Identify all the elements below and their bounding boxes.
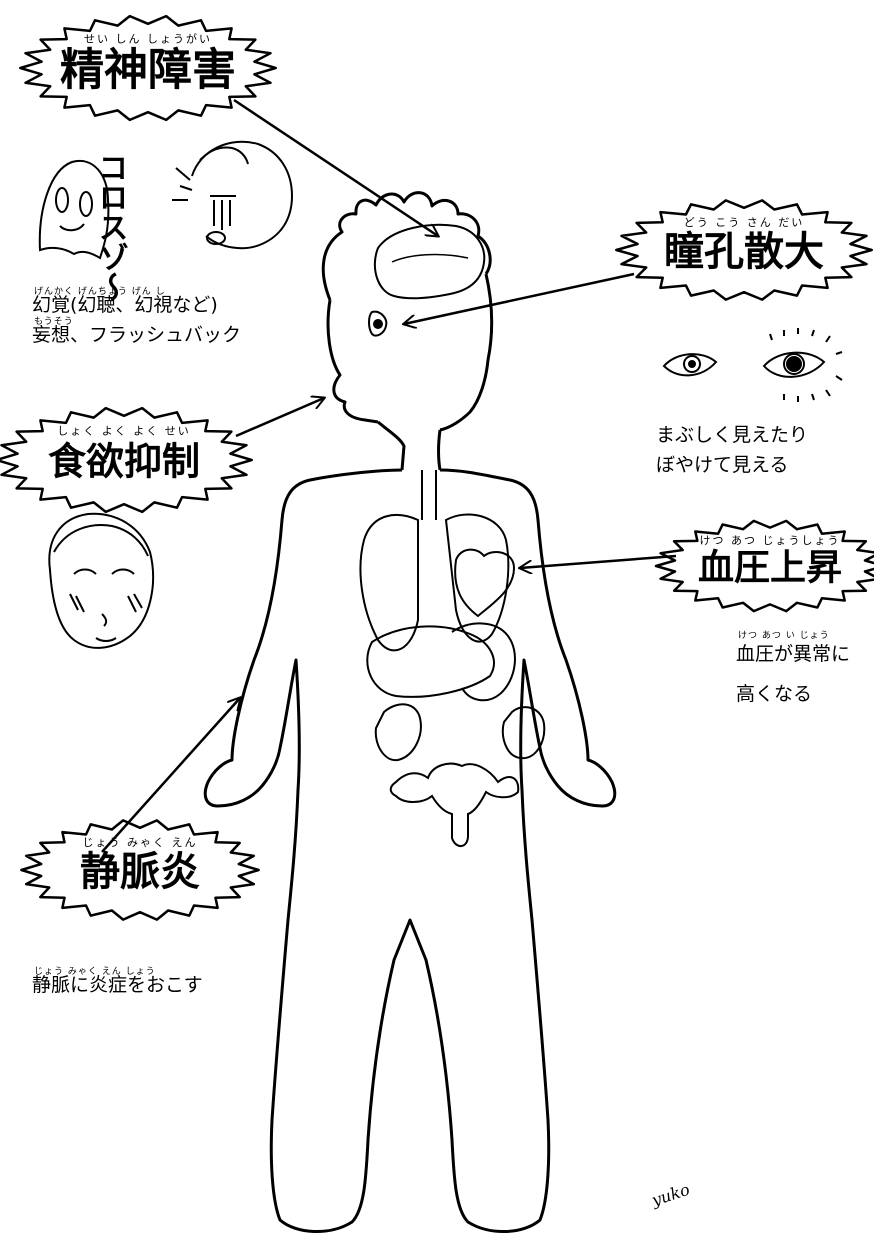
brain [375, 225, 484, 298]
thin-face [49, 514, 153, 648]
psych-title: 精神障害 [60, 45, 236, 96]
hallucination-text: コロスゾ〜 [93, 152, 128, 302]
vein-desc-furigana: じょう みゃく えん しょう [34, 964, 156, 977]
arrow-appetite [236, 398, 324, 436]
pupil-dilated-eye [764, 328, 842, 402]
vein-title: 静脈炎 [80, 849, 200, 895]
bp-title: 血圧上昇 [698, 548, 842, 589]
scared-face [172, 142, 292, 248]
pupil-description: まぶしく見えたり ぼやけて見える [656, 420, 808, 480]
internal-organs [360, 470, 544, 846]
arrow-pupil [404, 274, 634, 324]
psych-desc-furigana-2: もうそう [34, 314, 74, 327]
psych-furigana: せい しん しょうがい [84, 32, 212, 46]
pupil-desc-line-2: ぼやけて見える [656, 450, 808, 480]
appetite-title: 食欲抑制 [48, 439, 200, 483]
bp-desc-line-2: 高くなる [736, 674, 850, 714]
pupil-desc-line-1: まぶしく見えたり [656, 420, 808, 450]
body-silhouette [205, 193, 615, 1232]
signature: yuko [648, 1180, 692, 1210]
pupil-title: 瞳孔散大 [664, 229, 824, 275]
pupil-furigana: どう こう さん だい [684, 216, 805, 229]
bp-description: 血圧が異常に 高くなる [736, 634, 850, 714]
vein-furigana: じょう みゃく えん [83, 836, 198, 849]
pupil-normal-eye [664, 354, 716, 375]
psych-desc-furigana-1: げんかく げんちょう げん し [34, 284, 166, 297]
bp-desc-furigana: けつ あつ い じょう [738, 628, 830, 641]
body-eye [369, 312, 386, 336]
bp-furigana: けつ あつ じょうしょう [700, 534, 841, 547]
brain-fold [392, 255, 468, 262]
arrow-psych [234, 100, 438, 236]
appetite-furigana: しょく よく よく せい [57, 425, 191, 438]
